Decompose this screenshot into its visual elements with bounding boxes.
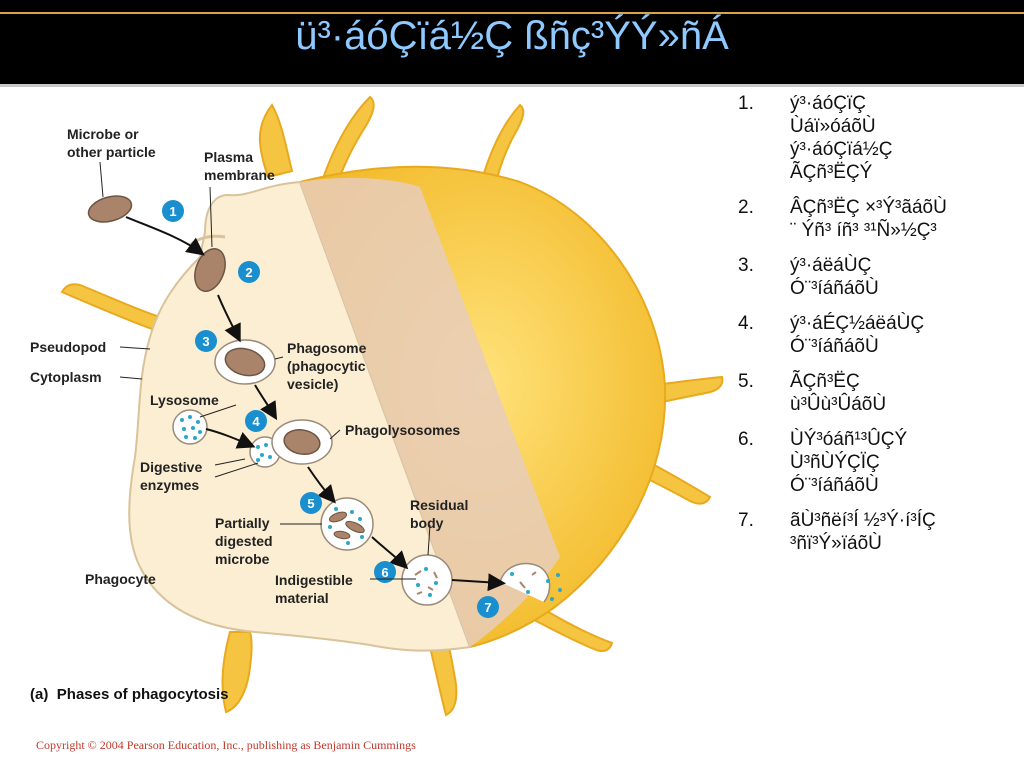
slide-title: ü³·áóÇïá½Ç ßñç³ÝÝ»ñÁ xyxy=(295,14,729,58)
title-accent-line xyxy=(0,12,1024,14)
arrow-2 xyxy=(217,294,241,343)
microbe-engulfing xyxy=(194,248,226,292)
svg-text:5: 5 xyxy=(307,496,314,511)
phagolysosome-fusing xyxy=(249,419,333,468)
phagosome xyxy=(214,339,276,385)
step-item: 1. ý³·áóÇïÇ Ùáï»óáõÙ ý³·áóÇïá½Ç ÃÇñ³ËÇÝ xyxy=(738,92,1020,184)
pseudopod-top-left xyxy=(258,103,294,179)
step-item: 5. ÃÇñ³ËÇ ù³Ûù³ÛáõÙ xyxy=(738,370,1020,416)
step-text: ý³·áÉÇ½áëáÙÇ Ó¨³íáñáõÙ xyxy=(790,313,925,357)
cell-shaded-plane xyxy=(300,177,560,647)
svg-text:4: 4 xyxy=(252,414,260,429)
step-text: ÙÝ³óáñ¹³ÛÇÝ Ù³ñÙÝÇÏÇ Ó¨³íáñáõÙ xyxy=(790,429,908,496)
residual-body xyxy=(401,554,453,606)
step-number: 3. xyxy=(738,255,754,276)
leader-lines xyxy=(99,161,431,580)
step-circle-7: 7 xyxy=(477,596,499,618)
step-number: 5. xyxy=(738,371,754,392)
pseudopod-left xyxy=(60,283,162,331)
pseudopods xyxy=(60,95,724,717)
step-item: 2. ÂÇñ³ËÇ ×³Ý³ãáõÙ ¨ Ýñ³ íñ³ ³¹Ñ»½Ç³ xyxy=(738,196,1020,242)
phagolysosome-digesting xyxy=(320,497,374,551)
step-number: 4. xyxy=(738,313,754,334)
step-number: 6. xyxy=(738,429,754,450)
caption-letter: (a) xyxy=(30,686,48,703)
svg-text:6: 6 xyxy=(381,565,388,580)
svg-text:3: 3 xyxy=(202,334,209,349)
step-circle-5: 5 xyxy=(300,492,322,514)
arrow-4 xyxy=(307,466,336,504)
arrow-lysosome-fuse xyxy=(205,428,256,449)
process-arrows xyxy=(125,216,506,592)
step-circle-1: 1 xyxy=(162,200,184,222)
step-text: ãÙ³ñëí³Í ½³Ý·í³ÍÇ ³ñï³Ý»ïáõÙ xyxy=(790,510,936,554)
step-text: ý³·áóÇïÇ Ùáï»óáõÙ ý³·áóÇïá½Ç ÃÇñ³ËÇÝ xyxy=(790,93,893,183)
step-circle-3: 3 xyxy=(195,330,217,352)
caption-text: Phases of phagocytosis xyxy=(57,686,229,703)
arrow-5 xyxy=(371,536,409,570)
pseudopod-top-center xyxy=(318,95,375,193)
step-circle-4: 4 xyxy=(245,410,267,432)
exocytosis-site xyxy=(499,562,562,603)
step-text: ý³·áëáÙÇ Ó¨³íáñáõÙ xyxy=(790,255,879,299)
step-item: 7. ãÙ³ñëí³Í ½³Ý·í³ÍÇ ³ñï³Ý»ïáõÙ xyxy=(738,509,1020,555)
step-circle-2: 2 xyxy=(238,261,260,283)
label-pseudopod: Pseudopod xyxy=(30,339,106,355)
svg-text:7: 7 xyxy=(484,600,491,615)
svg-text:2: 2 xyxy=(245,265,252,280)
pseudopod-bottom-center xyxy=(428,641,458,717)
label-phagolysosomes: Phagolysosomes xyxy=(345,422,460,438)
svg-text:1: 1 xyxy=(169,204,176,219)
step-text: ÂÇñ³ËÇ ×³Ý³ãáõÙ ¨ Ýñ³ íñ³ ³¹Ñ»½Ç³ xyxy=(790,197,947,241)
arrow-1 xyxy=(125,216,205,256)
step-item: 4. ý³·áÉÇ½áëáÙÇ Ó¨³íáñáõÙ xyxy=(738,312,1020,358)
pseudopod-top-right xyxy=(478,103,525,195)
step-number: 1. xyxy=(738,93,754,114)
arrow-6 xyxy=(451,573,506,592)
lysosome xyxy=(172,409,208,445)
figure-caption: (a) Phases of phagocytosis xyxy=(30,686,229,703)
label-lysosome: Lysosome xyxy=(150,392,219,408)
pseudopod-bottom-right xyxy=(534,605,614,652)
step-number: 7. xyxy=(738,510,754,531)
pseudopod-bottom-left xyxy=(221,631,253,714)
label-phagocyte: Phagocyte xyxy=(85,571,156,587)
step-number: 2. xyxy=(738,197,754,218)
title-bar: ü³·áóÇïá½Ç ßñç³ÝÝ»ñÁ xyxy=(0,0,1024,87)
steps-list: 1. ý³·áóÇïÇ Ùáï»óáõÙ ý³·áóÇïá½Ç ÃÇñ³ËÇÝ 2… xyxy=(738,92,1020,567)
copyright-notice: Copyright © 2004 Pearson Education, Inc.… xyxy=(36,738,416,752)
arrow-3 xyxy=(254,384,278,421)
step-item: 6. ÙÝ³óáñ¹³ÛÇÝ Ù³ñÙÝÇÏÇ Ó¨³íáñáõÙ xyxy=(738,428,1020,497)
microbe-outside xyxy=(87,195,133,223)
step-item: 3. ý³·áëáÙÇ Ó¨³íáñáõÙ xyxy=(738,254,1020,300)
label-cytoplasm: Cytoplasm xyxy=(30,369,102,385)
step-circle-6: 6 xyxy=(374,561,396,583)
cell-cross-section xyxy=(128,180,472,652)
step-text: ÃÇñ³ËÇ ù³Ûù³ÛáõÙ xyxy=(790,371,887,415)
